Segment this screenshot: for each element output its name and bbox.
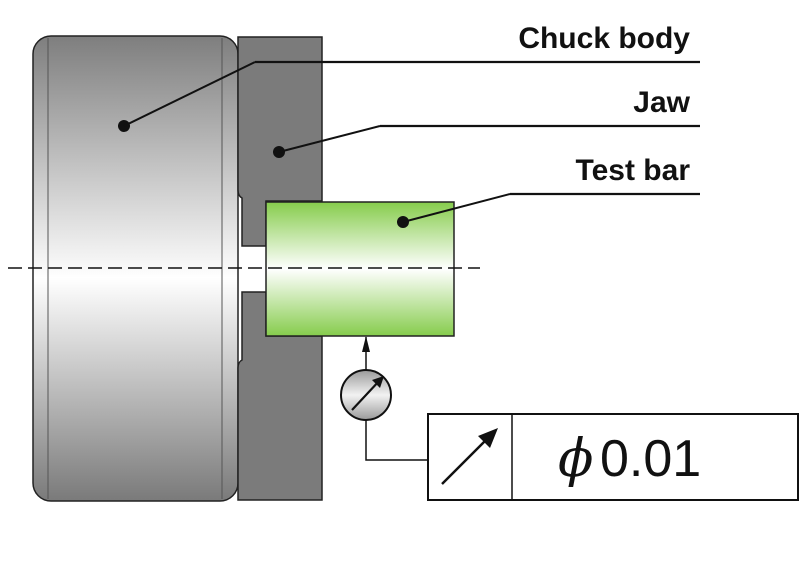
leader-jaw xyxy=(273,124,700,158)
diameter-symbol: ϕ xyxy=(558,429,593,489)
dial-indicator-icon xyxy=(340,336,428,461)
tolerance-value: 0.01 xyxy=(600,430,701,488)
label-jaw: Jaw xyxy=(633,86,690,119)
label-test-bar: Test bar xyxy=(576,154,691,187)
label-chuck-body: Chuck body xyxy=(518,22,690,55)
runout-arrow-icon xyxy=(441,428,498,485)
tolerance-frame: ϕ 0.01 xyxy=(427,413,799,501)
test-bar xyxy=(265,201,455,337)
leader-test-bar xyxy=(397,192,700,228)
leader-chuck-body xyxy=(118,60,700,132)
